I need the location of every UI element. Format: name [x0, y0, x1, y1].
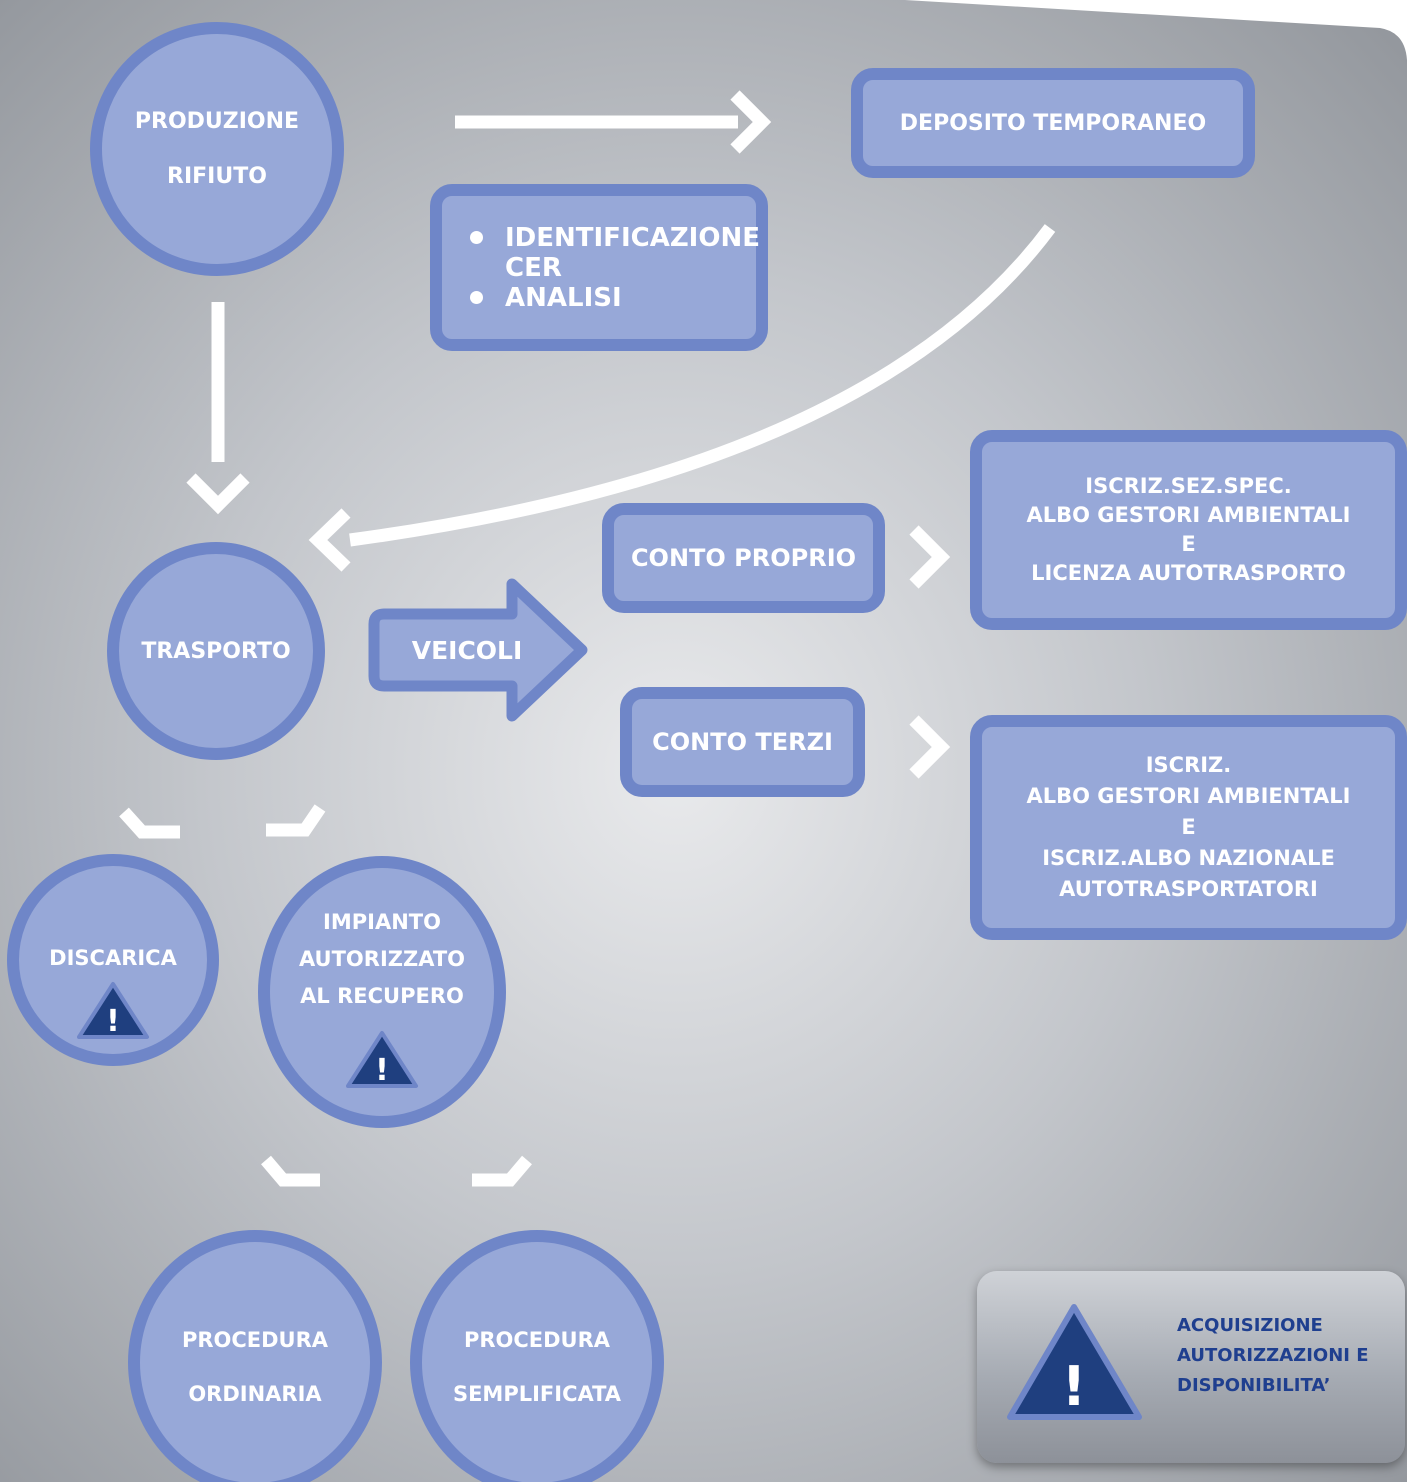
iscriz-albo-line2: ALBO GESTORI AMBIENTALI [1026, 784, 1351, 808]
node-trasporto: TRASPORTO [107, 542, 325, 760]
discarica-label: DISCARICA [49, 946, 177, 970]
legend-line3: DISPONIBILITA’ [1177, 1375, 1331, 1396]
conto-terzi-label: CONTO TERZI [652, 728, 833, 756]
warning-icon: ! [1007, 1304, 1142, 1420]
bullet-item-analisi: ANALISI [470, 283, 622, 313]
bullet-dot [470, 291, 483, 304]
node-deposito-temporaneo: DEPOSITO TEMPORANEO [851, 68, 1255, 178]
warning-glyph: ! [375, 1053, 389, 1088]
node-iscriz-sez-spec: ISCRIZ.SEZ.SPEC. ALBO GESTORI AMBIENTALI… [970, 430, 1407, 630]
node-identificazione: IDENTIFICAZIONE CER ANALISI [430, 184, 768, 351]
node-produzione-rifiuto: PRODUZIONE RIFIUTO [90, 22, 344, 276]
semplificata-line2: SEMPLIFICATA [452, 1382, 622, 1406]
impianto-line1: IMPIANTO [323, 910, 441, 934]
impianto-line2: AUTORIZZATO [298, 947, 466, 971]
legend-line1: ACQUISIZIONE [1177, 1315, 1323, 1336]
conto-proprio-label: CONTO PROPRIO [630, 544, 857, 572]
ordinaria-line2: ORDINARIA [188, 1382, 322, 1406]
node-conto-proprio: CONTO PROPRIO [602, 503, 885, 613]
iscriz-spec-line2: ALBO GESTORI AMBIENTALI [1026, 503, 1351, 527]
iscriz-spec-line3: E [1181, 532, 1196, 556]
produzione-line2: RIFIUTO [167, 164, 267, 189]
node-iscriz-albo: ISCRIZ. ALBO GESTORI AMBIENTALI E ISCRIZ… [970, 715, 1407, 940]
veicoli-label: VEICOLI [411, 635, 523, 665]
node-conto-terzi: CONTO TERZI [620, 687, 865, 797]
legend-box: ! ACQUISIZIONE AUTORIZZAZIONI E DISPONIB… [977, 1271, 1405, 1463]
deposito-label: DEPOSITO TEMPORANEO [899, 110, 1207, 136]
impianto-line3: AL RECUPERO [300, 984, 464, 1008]
legend-text: ACQUISIZIONE AUTORIZZAZIONI E DISPONIBIL… [1177, 1311, 1369, 1401]
iscriz-albo-line1: ISCRIZ. [1145, 753, 1232, 777]
node-impianto-autorizzato: IMPIANTO AUTORIZZATO AL RECUPERO ! [258, 856, 506, 1128]
identificazione-line1: IDENTIFICAZIONE [505, 222, 760, 253]
produzione-line1: PRODUZIONE [134, 109, 300, 134]
iscriz-albo-line3: E [1181, 815, 1196, 839]
ordinaria-line1: PROCEDURA [181, 1328, 329, 1352]
bullet-item-identificazione: IDENTIFICAZIONE [470, 223, 760, 253]
iscriz-spec-line4: LICENZA AUTOTRASPORTO [1031, 561, 1346, 585]
warning-glyph: ! [106, 1004, 120, 1039]
warning-glyph: ! [1062, 1355, 1087, 1418]
trasporto-label: TRASPORTO [141, 638, 291, 664]
iscriz-albo-line4: ISCRIZ.ALBO NAZIONALE [1042, 846, 1335, 870]
node-veicoli: VEICOLI [392, 628, 542, 672]
identificazione-line2: CER [505, 252, 562, 283]
analisi-label: ANALISI [505, 282, 622, 313]
legend-line2: AUTORIZZAZIONI E [1177, 1345, 1369, 1366]
iscriz-albo-line5: AUTOTRASPORTATORI [1059, 877, 1318, 901]
node-procedura-ordinaria: PROCEDURA ORDINARIA [128, 1230, 382, 1482]
iscriz-spec-line1: ISCRIZ.SEZ.SPEC. [1085, 474, 1292, 498]
warning-icon: ! [77, 982, 149, 1039]
node-procedura-semplificata: PROCEDURA SEMPLIFICATA [410, 1230, 664, 1482]
warning-icon: ! [346, 1031, 418, 1088]
node-discarica: DISCARICA ! [7, 854, 219, 1066]
bullet-dot [470, 231, 483, 244]
semplificata-line1: PROCEDURA [463, 1328, 611, 1352]
